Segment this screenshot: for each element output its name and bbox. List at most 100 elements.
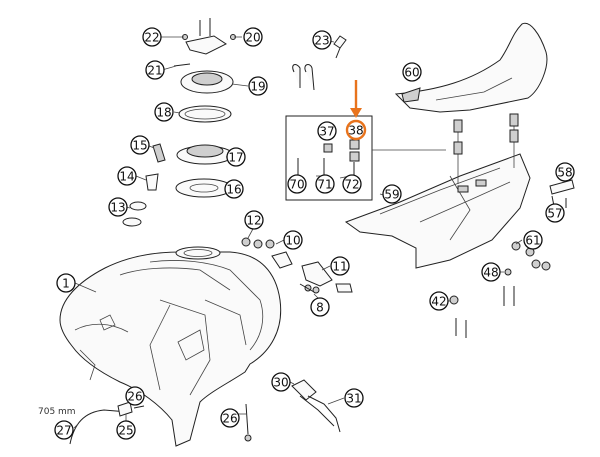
callout-23: 23 [312,30,332,50]
filler-cap-stack [173,18,347,198]
callout-number: 71 [317,178,332,192]
callout-circle [342,174,362,194]
callout-21: 21 [145,60,165,80]
callout-70: 70 [287,174,307,194]
callout-circle [56,273,76,293]
callout-circle [108,197,128,217]
callout-number: 59 [384,188,399,202]
hose-connectors [241,237,353,294]
callout-number: 12 [246,214,261,228]
callout-number: 61 [525,234,540,248]
callout-circle [429,291,449,311]
callout-8: 8 [310,297,330,317]
detail-box [285,115,446,201]
callout-72: 72 [342,174,362,194]
callout-20: 20 [243,27,263,47]
callout-10: 10 [283,230,303,250]
small-parts-left [122,143,166,227]
callout-circle [130,135,150,155]
callout-number: 57 [547,207,562,221]
callout-38: 38 [345,119,367,141]
callout-48: 48 [481,262,501,282]
callout-circle [224,179,244,199]
callout-circle [545,203,565,223]
seat [394,22,548,113]
callout-number: 48 [483,266,498,280]
dimension-label: 705 mm [38,407,76,417]
callout-circle [402,62,422,82]
callout-circle [315,174,335,194]
callout-61: 61 [523,230,543,250]
callout-circle [382,184,402,204]
callout-circle [312,30,332,50]
callout-number: 21 [147,64,162,78]
callout-number: 38 [348,124,363,138]
callout-number: 31 [346,392,361,406]
callout-number: 26 [222,412,237,426]
callout-circle [116,420,136,440]
callout-circle [145,60,165,80]
callout-11: 11 [330,256,350,276]
callout-13: 13 [108,197,128,217]
callout-circle [283,230,303,250]
callout-number: 11 [332,260,347,274]
callout-15: 15 [130,135,150,155]
callout-circle [54,420,74,440]
callout-number: 72 [344,178,359,192]
callout-circle [310,297,330,317]
callout-31: 31 [344,388,364,408]
callout-19: 19 [248,76,268,96]
callout-42: 42 [429,291,449,311]
callout-number: 10 [285,234,300,248]
callout-circle [142,27,162,47]
callout-circle [243,27,263,47]
callout-number: 25 [118,424,133,438]
callout-number: 14 [119,170,134,184]
callout-number: 58 [557,166,572,180]
callout-circle [125,386,145,406]
callout-circle [248,76,268,96]
callout-number: 26 [127,390,142,404]
right-hardware [449,179,575,338]
callout-30: 30 [271,372,291,392]
callout-number: 42 [431,295,446,309]
callout-circle [226,147,246,167]
callout-circle [244,210,264,230]
callout-circle [220,408,240,428]
callout-26: 26 [220,408,240,428]
callout-circle [154,102,174,122]
callout-14: 14 [117,166,137,186]
callout-12: 12 [244,210,264,230]
callout-number: 37 [319,125,334,139]
callout-circle [287,174,307,194]
callout-circle [317,121,337,141]
callout-number: 23 [314,34,329,48]
callout-1: 1 [56,273,76,293]
callout-number: 20 [245,31,260,45]
callout-25: 25 [116,420,136,440]
callout-number: 27 [56,424,71,438]
tail-subframe [344,113,531,269]
callout-circle [117,166,137,186]
callout-59: 59 [382,184,402,204]
callout-27: 27 [54,420,74,440]
callout-circle [345,119,367,141]
callout-71: 71 [315,174,335,194]
callout-circle [271,372,291,392]
callout-number: 60 [404,66,419,80]
highlight-arrow [350,80,362,118]
callout-circle [344,388,364,408]
callout-number: 22 [144,31,159,45]
callout-number: 17 [228,151,243,165]
callout-number: 8 [316,301,324,315]
callout-number: 18 [156,106,171,120]
callout-number: 30 [273,376,288,390]
callout-57: 57 [545,203,565,223]
callout-18: 18 [154,102,174,122]
callout-circle [481,262,501,282]
callout-circle [555,162,575,182]
callout-number: 1 [62,277,70,291]
callout-number: 13 [110,201,125,215]
